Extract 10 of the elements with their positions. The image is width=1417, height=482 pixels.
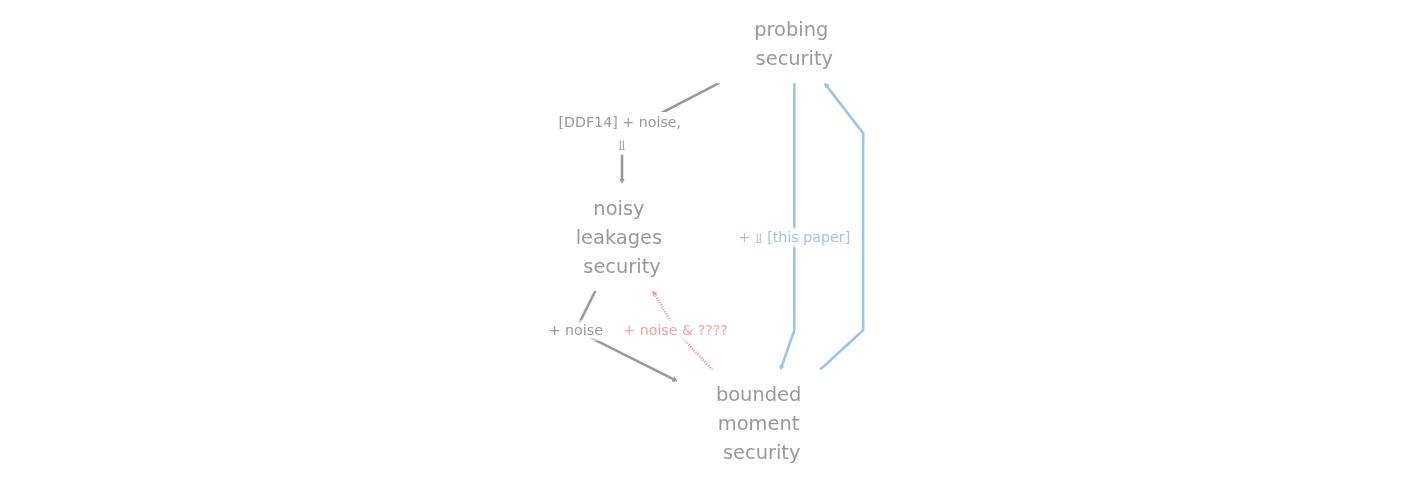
edge-label: + noise bbox=[548, 322, 604, 339]
node-text: bounded moment security bbox=[716, 383, 802, 464]
arrow bbox=[652, 290, 714, 371]
edge-label: + ⫫ [this paper] bbox=[738, 229, 851, 246]
arrow bbox=[779, 82, 796, 371]
node-text: noisy leakages security bbox=[576, 196, 663, 278]
node-text: probing security bbox=[754, 18, 834, 70]
edge-label: [DDF14] + noise, ⫫ bbox=[558, 114, 682, 153]
arrow bbox=[819, 82, 865, 372]
edge-label: + noise & ???? bbox=[623, 322, 729, 339]
